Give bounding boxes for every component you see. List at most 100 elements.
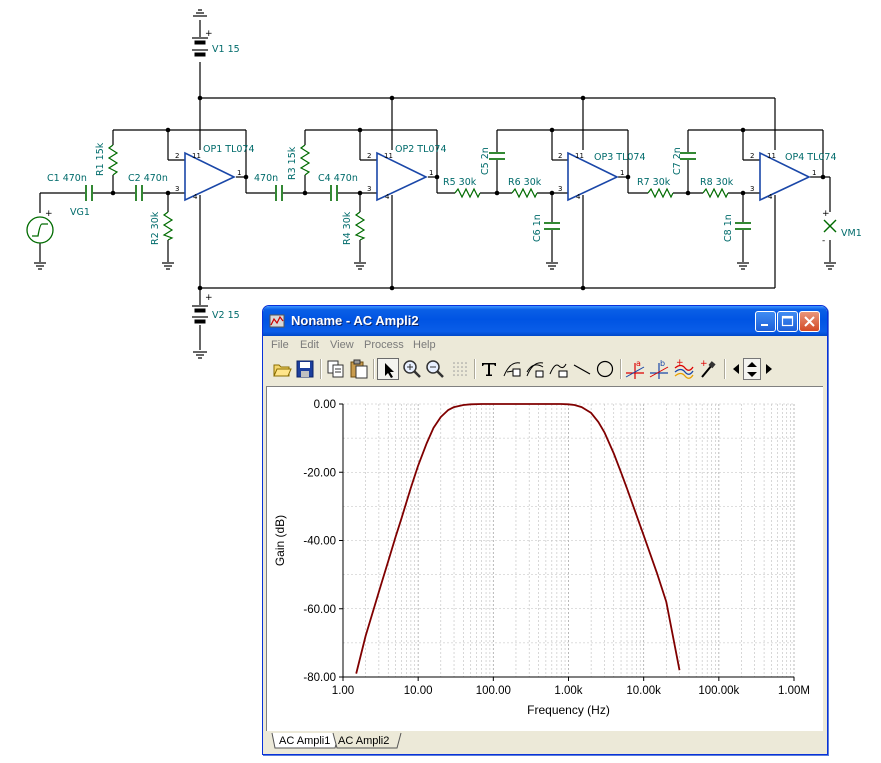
- label-c7: C7 2n: [672, 147, 683, 175]
- curves-button[interactable]: +: [673, 358, 695, 380]
- label-c8: C8 1n: [723, 214, 734, 242]
- pointer-icon: [385, 363, 394, 378]
- label-c6: C6 1n: [532, 214, 543, 242]
- save-icon: [296, 360, 314, 378]
- label-r2: R2 30k: [150, 211, 161, 245]
- x-tick-label: 1.00k: [554, 685, 582, 697]
- label-v1: V1 15: [212, 44, 240, 55]
- label-vm1: VM1: [841, 228, 862, 239]
- op-amps[interactable]: [184, 151, 811, 202]
- label-v2: V2 15: [212, 310, 240, 321]
- pin-label: 4: [385, 193, 390, 201]
- probe-button[interactable]: +: [697, 358, 719, 380]
- signal-generator[interactable]: [26, 216, 54, 244]
- pointer-button[interactable]: [377, 358, 399, 380]
- svg-text:+: +: [700, 359, 708, 369]
- arrow-right-icon: [766, 364, 772, 374]
- circle-button[interactable]: [594, 358, 616, 380]
- open-button[interactable]: [271, 358, 293, 380]
- menu-process[interactable]: Process: [364, 339, 404, 351]
- curves-icon: +: [674, 358, 694, 379]
- pin-label: 11: [767, 152, 776, 160]
- svg-text:b: b: [660, 359, 665, 368]
- label-r6: R6 30k: [508, 177, 542, 188]
- plus-sign: +: [45, 209, 53, 219]
- x-tick-label: 10.00k: [626, 685, 661, 697]
- menu-help[interactable]: Help: [413, 339, 436, 351]
- label-r8: R8 30k: [700, 177, 734, 188]
- cursor-b-icon: b: [649, 359, 669, 379]
- tab-shapes: [271, 732, 402, 749]
- pin-label: 3: [367, 185, 371, 193]
- pin-label: 3: [750, 185, 754, 193]
- curve-label2-button[interactable]: [524, 358, 546, 380]
- cursor-b-button[interactable]: b: [648, 358, 670, 380]
- paste-button[interactable]: [348, 358, 370, 380]
- curve-label2-icon: [526, 362, 544, 378]
- voltmeter[interactable]: [823, 219, 837, 233]
- curve-label-button[interactable]: [501, 358, 523, 380]
- plus-sign: +: [205, 293, 213, 303]
- cursor-a-icon: a: [625, 359, 645, 379]
- pin-label: 1: [429, 169, 433, 177]
- arrow-left-button[interactable]: [729, 358, 743, 380]
- maximize-button[interactable]: [777, 311, 798, 332]
- pin-label: 1: [812, 169, 816, 177]
- plus-sign: +: [205, 29, 213, 39]
- line-icon: [573, 364, 591, 375]
- minimize-button[interactable]: [755, 311, 776, 332]
- probe-icon: +: [700, 359, 716, 378]
- svg-text:a: a: [636, 359, 641, 368]
- wires: [34, 9, 836, 359]
- tab-ac-ampli1[interactable]: AC Ampli1: [279, 735, 331, 747]
- maximize-icon: [781, 315, 794, 327]
- menu-edit[interactable]: Edit: [300, 339, 319, 351]
- line-button[interactable]: [571, 358, 593, 380]
- gain-curve[interactable]: [355, 403, 681, 674]
- capacitors: [85, 152, 751, 230]
- menu-file[interactable]: File: [271, 339, 289, 351]
- zoom-in-icon: [403, 360, 421, 378]
- y-tick-label: 0.00: [314, 399, 336, 411]
- batteries: [192, 37, 208, 324]
- title-bar[interactable]: Noname - AC Ampli2: [263, 306, 827, 336]
- tab-ac-ampli2[interactable]: AC Ampli2: [338, 735, 390, 747]
- zoom-in-button[interactable]: [401, 358, 423, 380]
- label-op2: OP2 TL074: [395, 144, 447, 155]
- ac-analysis-window[interactable]: Noname - AC Ampli2 File Edit View Proces…: [262, 305, 828, 755]
- close-button[interactable]: [799, 311, 820, 332]
- text-button[interactable]: [478, 358, 500, 380]
- arrow-updown-button[interactable]: [743, 358, 761, 380]
- x-tick-label: 100.00k: [698, 685, 739, 697]
- x-axis-label: Frequency (Hz): [527, 703, 610, 717]
- grid-button[interactable]: [449, 358, 471, 380]
- label-vg1: VG1: [70, 207, 90, 218]
- menu-view[interactable]: View: [330, 339, 354, 351]
- label-op1: OP1 TL074: [203, 144, 255, 155]
- pin-label: 3: [175, 185, 179, 193]
- arrow-right-button[interactable]: [762, 358, 776, 380]
- window-title: Noname - AC Ampli2: [291, 313, 419, 328]
- zoom-out-button[interactable]: [424, 358, 446, 380]
- text-icon: [482, 363, 496, 376]
- minus-sign: -: [822, 236, 825, 246]
- label-op3: OP3 TL074: [594, 152, 646, 163]
- arrow-updown-icon: [747, 362, 757, 377]
- label-c5: C5 2n: [480, 147, 491, 175]
- pin-label: 11: [384, 152, 393, 160]
- pin-label: 2: [750, 152, 754, 160]
- x-tick-label: 1.00M: [778, 685, 810, 697]
- zoom-out-icon: [426, 360, 444, 378]
- cursor-a-button[interactable]: a: [624, 358, 646, 380]
- y-tick-label: -40.00: [303, 536, 336, 548]
- resistors: [107, 144, 729, 241]
- copy-button[interactable]: [325, 358, 347, 380]
- app-icon: [269, 314, 285, 328]
- x-tick-label: 100.00: [476, 685, 511, 697]
- junctions: [110, 95, 826, 291]
- save-button[interactable]: [294, 358, 316, 380]
- curve-label3-button[interactable]: [547, 358, 569, 380]
